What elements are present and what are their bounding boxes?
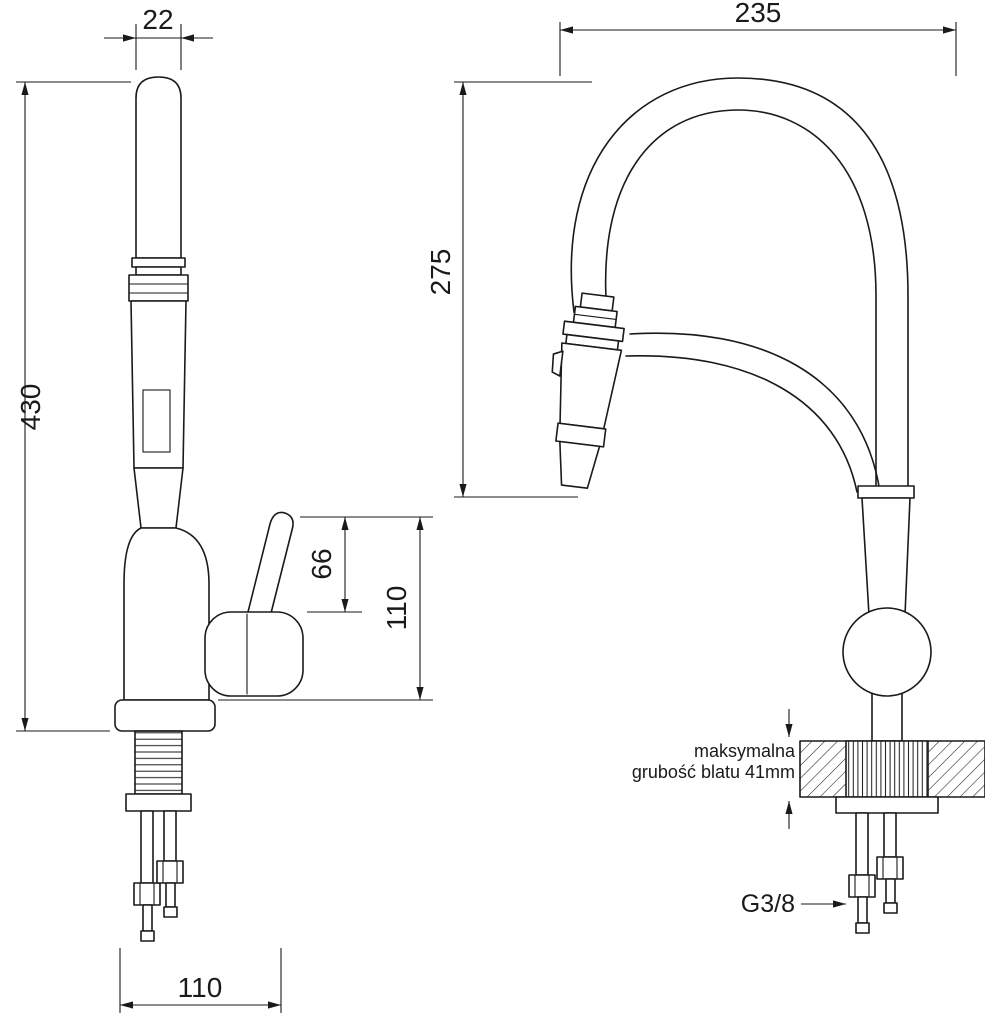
body-column — [861, 497, 911, 616]
faucet-upper-body — [130, 300, 187, 469]
hex-nut — [848, 874, 876, 898]
hex-nut — [876, 856, 904, 880]
threaded-shank — [134, 730, 183, 795]
body-connector — [857, 485, 915, 499]
dim-spout-reach-label: 235 — [735, 0, 782, 28]
countertop-thickness-note: maksymalna grubość blatu 41mm — [632, 709, 796, 829]
hex-nut — [156, 860, 184, 884]
dim-total-height: 430 — [15, 81, 131, 732]
countertop-note-line2: grubość blatu 41mm — [632, 762, 795, 782]
base-plate — [114, 699, 216, 732]
thread-size-label: G3/8 — [741, 890, 795, 918]
mounting-washer — [125, 793, 192, 812]
faucet-neck — [133, 467, 184, 529]
display-window — [142, 389, 171, 453]
pullout-hose — [625, 332, 881, 493]
handle-lever — [245, 511, 294, 626]
under-counter-hardware — [835, 796, 939, 934]
handle-housing — [204, 611, 304, 697]
dim-handle-to-base-label: 110 — [381, 586, 412, 631]
front-view — [551, 77, 985, 934]
countertop-section — [799, 740, 985, 798]
dim-base-depth: 110 — [119, 948, 282, 1013]
mounting-washer — [835, 796, 939, 814]
spout-joint — [128, 257, 189, 302]
side-view — [114, 76, 304, 942]
dim-spout-width-label: 22 — [142, 4, 173, 35]
dim-handle-to-base: 110 — [218, 517, 433, 701]
ball-joint — [842, 607, 932, 697]
dim-base-depth-label: 110 — [178, 972, 223, 1003]
dim-spout-reach: 235 — [559, 0, 957, 76]
dim-handle-height: 66 — [300, 516, 433, 613]
faucet-lower-body — [123, 527, 210, 701]
dim-spout-height: 275 — [425, 81, 592, 498]
spray-toggle-button — [551, 350, 564, 377]
spray-head — [551, 292, 625, 490]
dim-spout-height-label: 275 — [425, 249, 456, 296]
dim-spout-width: 22 — [104, 4, 213, 70]
dim-total-height-label: 430 — [15, 384, 46, 431]
countertop-note-line1: maksymalna — [694, 741, 796, 761]
thread-callout: G3/8 — [741, 890, 846, 918]
gooseneck-tube — [570, 77, 909, 491]
dim-handle-height-label: 66 — [306, 548, 337, 579]
supply-connectors — [133, 810, 184, 942]
spout-wand — [135, 76, 182, 259]
hex-nut — [133, 882, 161, 906]
